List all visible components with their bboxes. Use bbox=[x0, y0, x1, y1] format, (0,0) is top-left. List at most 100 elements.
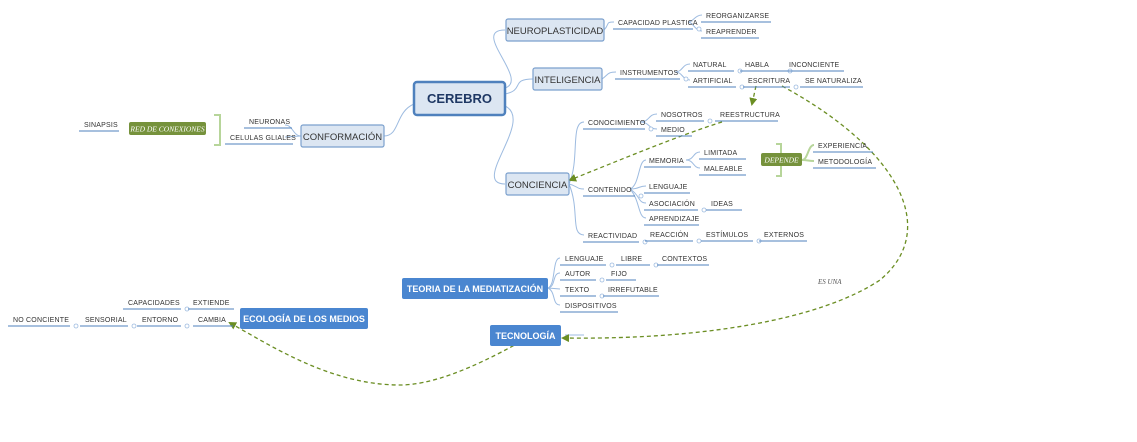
subtopic-label: CELULAS GLIALES bbox=[230, 135, 296, 142]
collapse-toggle-icon[interactable] bbox=[696, 26, 702, 32]
subtopic-fijo[interactable]: FIJO bbox=[606, 271, 636, 281]
subtopic-asociacion[interactable]: ASOCIACIÓN bbox=[644, 199, 707, 213]
subtopic-label: NO CONCIENTE bbox=[13, 317, 69, 324]
subtopic-label: APRENDIZAJE bbox=[649, 216, 700, 223]
subtopic-estimulos[interactable]: ESTÍMULOS bbox=[701, 230, 762, 244]
label-red-conexiones[interactable]: RED DE CONEXIONES bbox=[129, 122, 206, 135]
subtopic-cambia[interactable]: CAMBIA bbox=[193, 317, 233, 327]
subtopic-se-naturaliza[interactable]: SE NATURALIZA bbox=[800, 78, 863, 88]
topic-tecnologia[interactable]: TECNOLOGÍA bbox=[490, 325, 561, 346]
collapse-toggle-icon[interactable] bbox=[73, 323, 79, 329]
subtopic-texto[interactable]: TEXTO bbox=[560, 287, 605, 299]
subtopic-label: HABLA bbox=[745, 62, 769, 69]
topic-inteligencia[interactable]: INTELIGENCIA bbox=[532, 67, 603, 91]
subtopic-natural[interactable]: NATURAL bbox=[688, 62, 743, 74]
subtopic-extiende[interactable]: EXTIENDE bbox=[188, 300, 234, 310]
subtopic-autor[interactable]: AUTOR bbox=[560, 271, 605, 283]
subtopic-label: LENGUAJE bbox=[649, 184, 688, 191]
subtopic-label: LIMITADA bbox=[704, 150, 737, 157]
subtopic-reaprender[interactable]: REAPRENDER bbox=[701, 29, 759, 39]
collapse-toggle-icon[interactable] bbox=[609, 262, 615, 268]
subtopic-entorno[interactable]: ENTORNO bbox=[137, 317, 190, 329]
subtopic-conocimiento[interactable]: CONOCIMIENTO bbox=[583, 120, 654, 132]
topic-label: ECOLOGÍA DE LOS MEDIOS bbox=[243, 314, 365, 324]
subtopic-capacidades[interactable]: CAPACIDADES bbox=[123, 300, 190, 312]
collapse-toggle-icon[interactable] bbox=[131, 323, 137, 329]
subtopic-reaccion[interactable]: REACCIÓN bbox=[645, 230, 702, 244]
subtopic-label: NEURONAS bbox=[249, 119, 290, 126]
subtopic-sinapsis[interactable]: SINAPSIS bbox=[79, 122, 119, 132]
collapse-toggle-icon[interactable] bbox=[701, 207, 707, 213]
subtopic-no-conciente[interactable]: NO CONCIENTE bbox=[8, 317, 79, 329]
relationship-arrows bbox=[228, 85, 909, 386]
collapse-toggle-icon[interactable] bbox=[184, 323, 190, 329]
subtopic-reorganizarse[interactable]: REORGANIZARSE bbox=[701, 13, 771, 23]
subtopic-neuronas[interactable]: NEURONAS bbox=[244, 119, 292, 129]
subtopic-sensorial[interactable]: SENSORIAL bbox=[80, 317, 137, 329]
subtopic-label: ESCRITURA bbox=[748, 78, 790, 85]
collapse-toggle-icon[interactable] bbox=[707, 118, 713, 124]
subtopic-artificial[interactable]: ARTIFICIAL bbox=[688, 78, 745, 90]
subtopic-lenguaje-t[interactable]: LENGUAJE bbox=[560, 256, 615, 268]
subtopic-limitada[interactable]: LIMITADA bbox=[699, 150, 746, 160]
subtopic-label: EXTIENDE bbox=[193, 300, 230, 307]
subtopic-metodologia[interactable]: METODOLOGÍA bbox=[813, 157, 876, 169]
topic-label: NEUROPLASTICIDAD bbox=[507, 26, 604, 37]
subtopic-label: ESTÍMULOS bbox=[706, 230, 748, 239]
subtopic-libre[interactable]: LIBRE bbox=[616, 256, 659, 268]
subtopic-maleable[interactable]: MALEABLE bbox=[699, 166, 746, 176]
subtopic-label: NATURAL bbox=[693, 62, 727, 69]
topic-neuroplasticidad[interactable]: NEUROPLASTICIDAD bbox=[505, 18, 605, 42]
subtopic-ideas[interactable]: IDEAS bbox=[706, 201, 742, 211]
subtopic-label: METODOLOGÍA bbox=[818, 157, 872, 166]
subtopic-reactividad[interactable]: REACTIVIDAD bbox=[583, 233, 648, 245]
subtopic-label: EXPERIENCIA bbox=[818, 143, 867, 150]
subtopic-label: TEXTO bbox=[565, 287, 590, 294]
topic-conciencia[interactable]: CONCIENCIA bbox=[505, 172, 570, 196]
subtopic-label: MALEABLE bbox=[704, 166, 743, 173]
subtopic-label: EXTERNOS bbox=[764, 232, 804, 239]
subtopic-contenido[interactable]: CONTENIDO bbox=[583, 187, 644, 199]
collapse-toggle-icon[interactable] bbox=[683, 76, 689, 82]
collapse-toggle-icon[interactable] bbox=[648, 126, 654, 132]
subtopic-experiencia[interactable]: EXPERIENCIA bbox=[813, 143, 873, 153]
topic-label: TECNOLOGÍA bbox=[496, 331, 556, 341]
subtopic-label: LENGUAJE bbox=[565, 256, 604, 263]
subtopic-label: CONTENIDO bbox=[588, 187, 632, 194]
collapse-toggle-icon[interactable] bbox=[638, 193, 644, 199]
subtopic-memoria[interactable]: MEMORIA bbox=[644, 158, 691, 168]
subtopic-label: INCONCIENTE bbox=[789, 62, 840, 69]
subtopic-medio[interactable]: MEDIO bbox=[656, 127, 692, 137]
subtopic-label: INSTRUMENTOS bbox=[620, 70, 678, 77]
subtopic-label: MEMORIA bbox=[649, 158, 684, 165]
topic-label: CONFORMACIÓN bbox=[303, 132, 382, 143]
topic-teoria-mediatizacion[interactable]: TEORIA DE LA MEDIATIZACIÓN bbox=[402, 278, 548, 299]
subtopic-inconciente[interactable]: INCONCIENTE bbox=[784, 62, 844, 72]
subtopic-dispositivos[interactable]: DISPOSITIVOS bbox=[560, 303, 618, 313]
subtopic-label: ENTORNO bbox=[142, 317, 179, 324]
subtopic-aprendizaje[interactable]: APRENDIZAJE bbox=[644, 216, 700, 226]
subtopic-label: CONTEXTOS bbox=[662, 256, 707, 263]
collapse-toggle-icon[interactable] bbox=[793, 84, 799, 90]
subtopic-contextos[interactable]: CONTEXTOS bbox=[657, 256, 709, 266]
subtopic-irrefutable[interactable]: IRREFUTABLE bbox=[603, 287, 659, 297]
topic-label: CONCIENCIA bbox=[508, 180, 568, 191]
subtopic-instrumentos[interactable]: INSTRUMENTOS bbox=[615, 70, 689, 82]
subtopic-lenguaje-c[interactable]: LENGUAJE bbox=[644, 184, 690, 194]
subtopic-nosotros[interactable]: NOSOTROS bbox=[656, 112, 713, 124]
subtopic-label: REACTIVIDAD bbox=[588, 233, 637, 240]
collapse-toggle-icon[interactable] bbox=[599, 277, 605, 283]
subtopic-escritura[interactable]: ESCRITURA bbox=[743, 78, 799, 90]
subtopic-celulas-gliales[interactable]: CELULAS GLIALES bbox=[225, 135, 296, 145]
subtopic-label: SENSORIAL bbox=[85, 317, 127, 324]
subtopic-label: MEDIO bbox=[661, 127, 685, 134]
root-node[interactable]: CEREBRO bbox=[412, 80, 507, 117]
subtopic-label: ARTIFICIAL bbox=[693, 78, 733, 85]
subtopic-reestructura[interactable]: REESTRUCTURA bbox=[715, 112, 780, 122]
subtopic-externos[interactable]: EXTERNOS bbox=[759, 232, 807, 242]
topic-conformacion[interactable]: CONFORMACIÓN bbox=[300, 124, 385, 148]
topic-ecologia-medios[interactable]: ECOLOGÍA DE LOS MEDIOS bbox=[240, 308, 368, 329]
collapse-toggle-icon[interactable] bbox=[696, 238, 702, 244]
label-depende[interactable]: DEPENDE bbox=[761, 153, 802, 166]
subtopic-capacidad-plastica[interactable]: CAPACIDAD PLASTICA bbox=[613, 20, 702, 32]
